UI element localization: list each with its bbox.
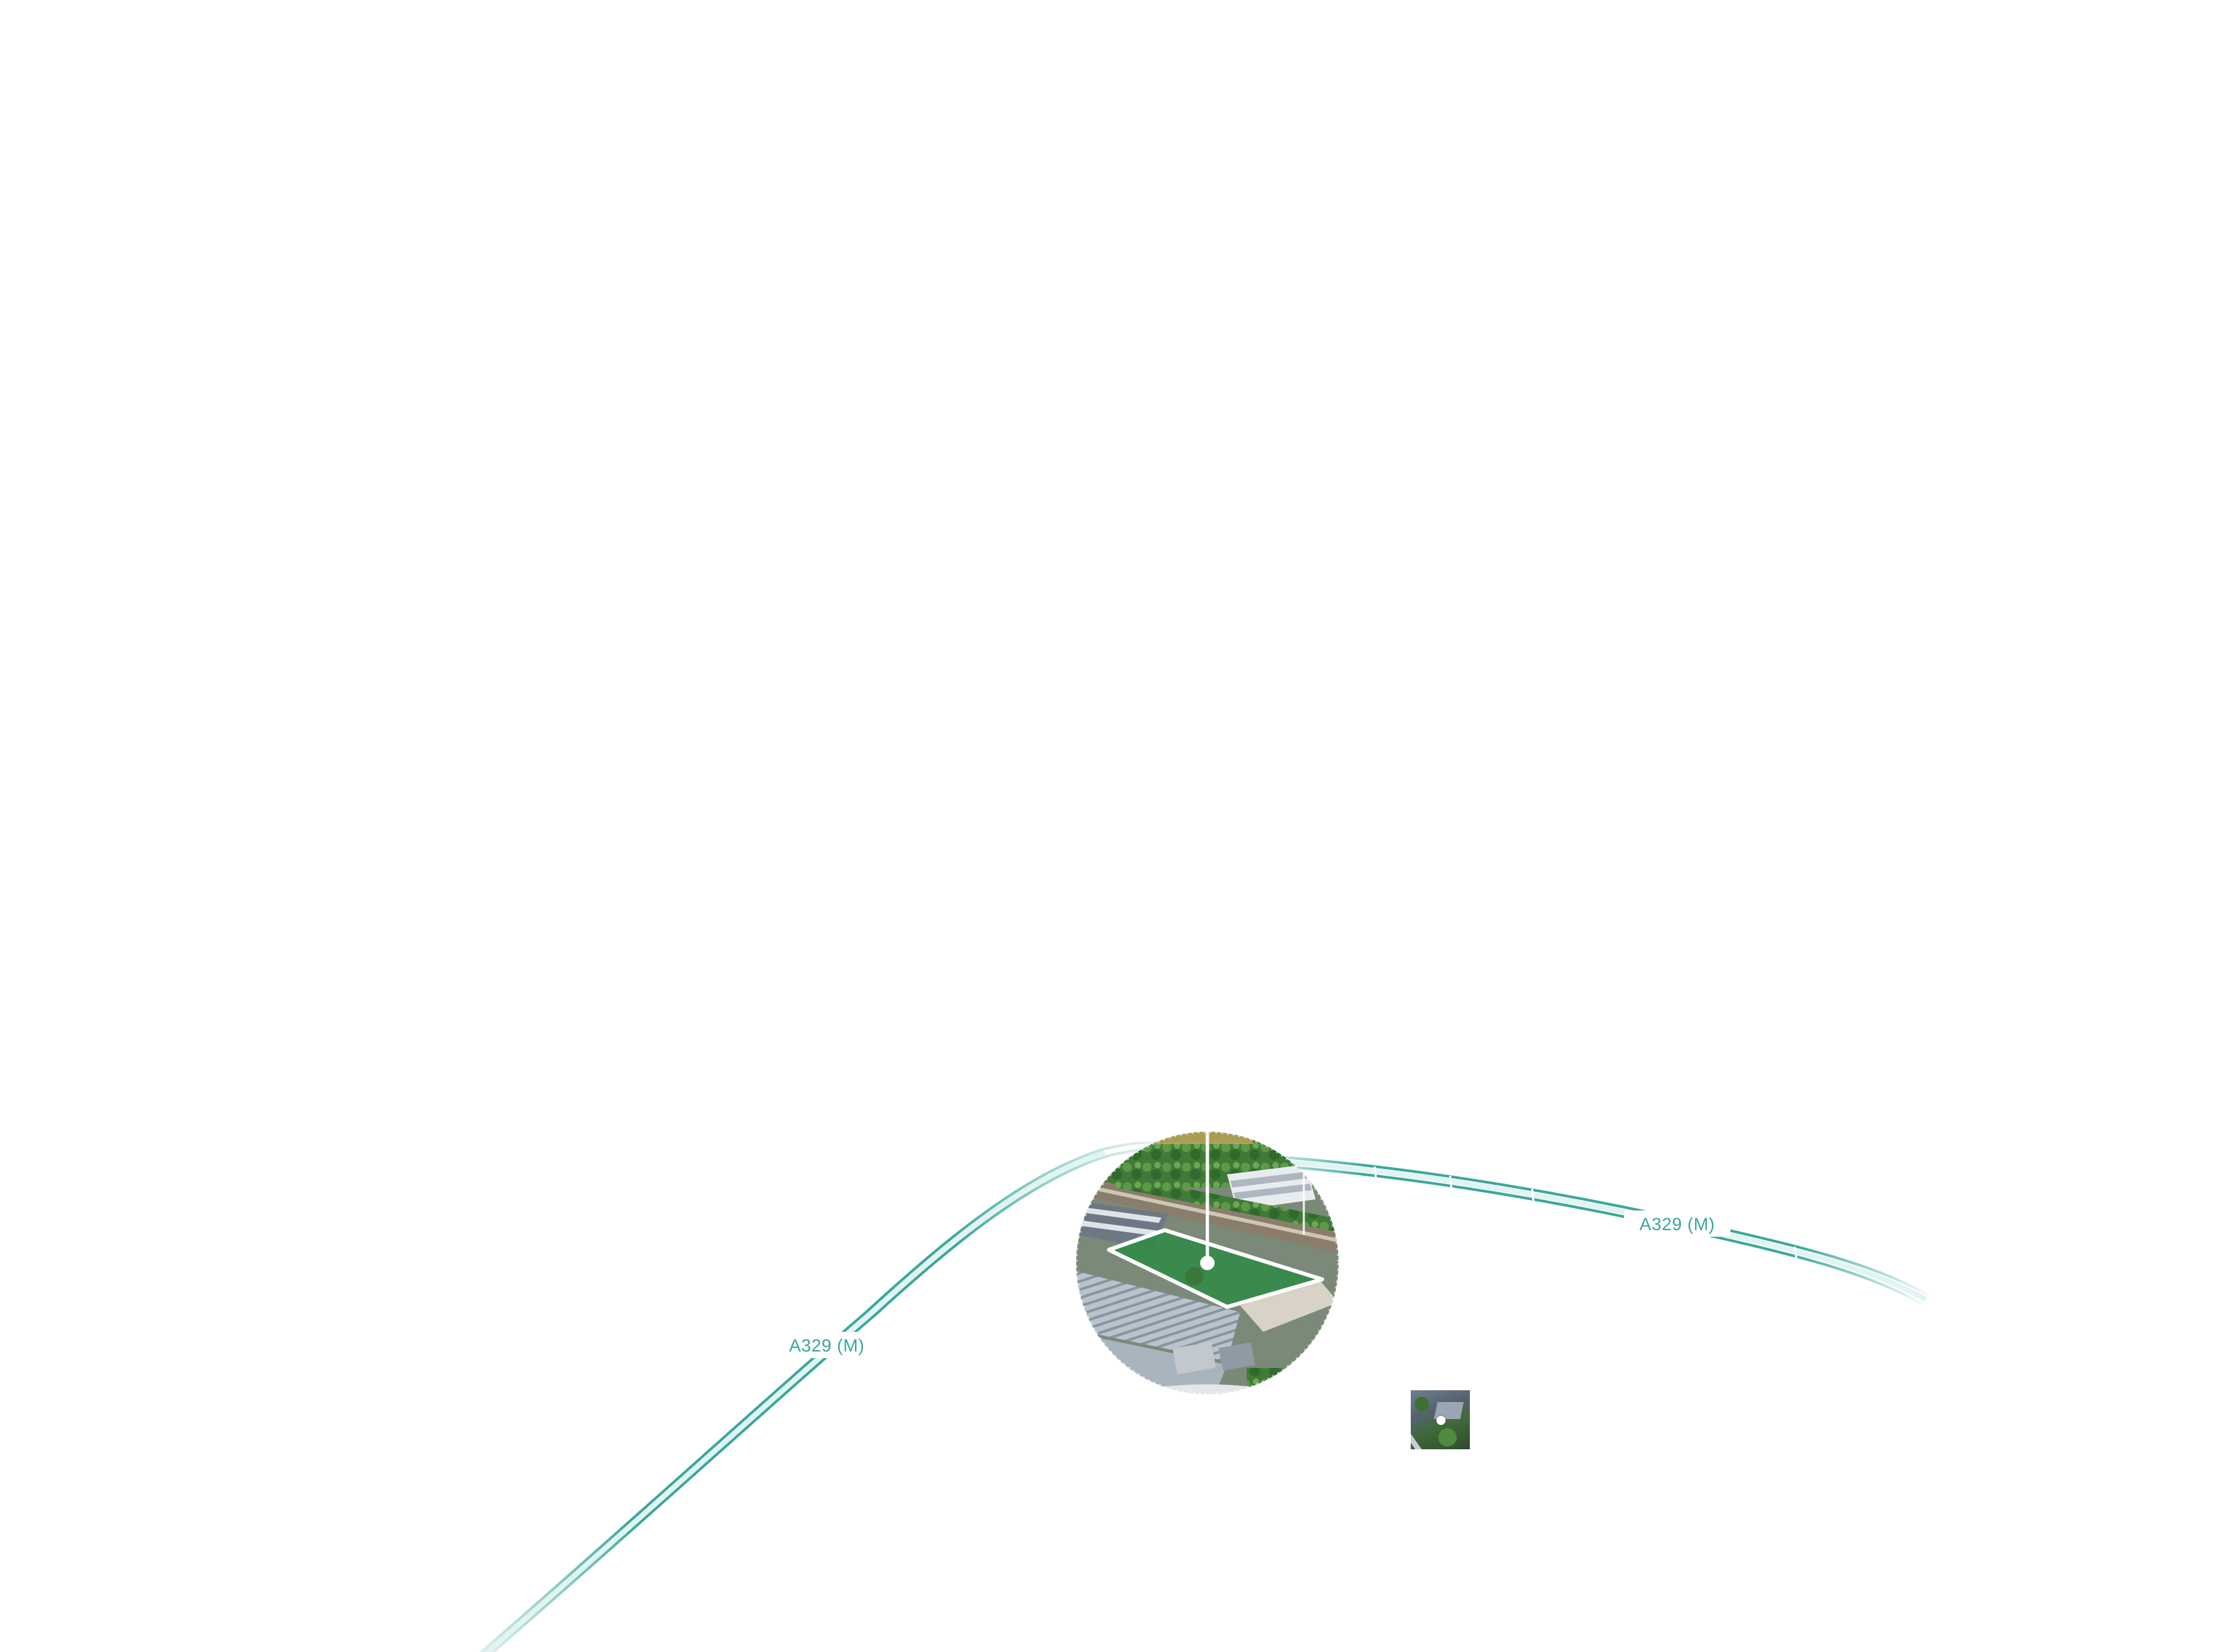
road-label-west: A329 (M): [789, 1336, 864, 1355]
thumbnail-tree: [1438, 1428, 1457, 1447]
thumbnail-road: [1411, 1427, 1433, 1449]
road-label-bg-east: [1624, 1210, 1730, 1237]
site-boundary[interactable]: [1107, 1228, 1324, 1309]
thumbnail-pin-icon[interactable]: [1436, 1416, 1446, 1425]
thumbnail-aerial-marker[interactable]: [1411, 1390, 1470, 1449]
site-aerial-marker[interactable]: [1070, 1125, 1345, 1437]
road-west: [479, 1141, 1171, 1652]
site-pin-icon[interactable]: [1200, 1256, 1215, 1270]
thumbnail-tree: [1415, 1397, 1429, 1411]
road-label-east: A329 (M): [1639, 1214, 1715, 1234]
road-east: [1266, 1155, 1930, 1306]
road-label-bg-west: [774, 1332, 879, 1358]
